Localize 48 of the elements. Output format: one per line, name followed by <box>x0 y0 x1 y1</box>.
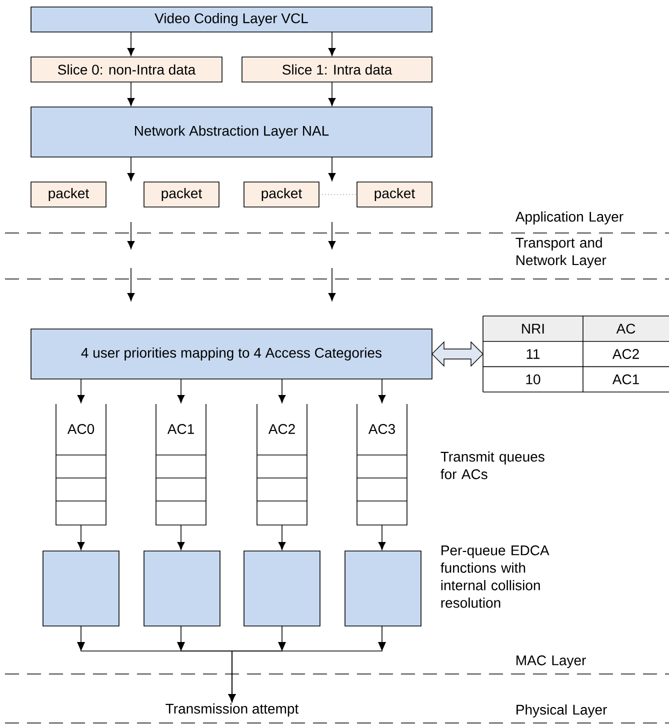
table-cell: 10 <box>526 374 540 384</box>
table-cell: AC <box>616 324 636 334</box>
layer-label: MAC Layer <box>516 655 586 668</box>
data-box: packet <box>144 182 220 208</box>
table-cell: 11 <box>526 349 540 359</box>
arrow <box>77 378 85 403</box>
data-box: packet <box>356 182 432 208</box>
arrow <box>328 32 336 56</box>
data-box: Slice 0: non-Intra data <box>30 56 222 82</box>
double-arrow <box>432 341 484 367</box>
arrow <box>77 524 85 550</box>
layer-box: Network Abstraction Layer NAL <box>30 106 432 158</box>
arrow <box>378 524 386 550</box>
arrow <box>177 378 185 403</box>
function-box <box>42 550 120 626</box>
queue: AC3 <box>356 404 408 526</box>
layer-label: Transport and Network Layer <box>516 237 606 268</box>
table-cell: NRI <box>522 324 544 334</box>
arrow <box>127 156 135 181</box>
arrow <box>378 378 386 403</box>
arrow <box>328 82 336 106</box>
queue: AC2 <box>256 404 308 526</box>
arrow <box>278 524 286 550</box>
arrow <box>177 524 185 550</box>
layer-label: Physical Layer <box>516 704 607 718</box>
ellipsis-line <box>318 194 358 195</box>
mapping-table <box>482 316 669 392</box>
function-box <box>244 550 320 626</box>
layer-label: Application Layer <box>515 211 624 224</box>
arrow <box>278 378 286 403</box>
layer-box: Video Coding Layer VCL <box>30 6 432 32</box>
layer-label: Per-queue EDCA functions with internal collision resolution <box>440 545 550 608</box>
arrow <box>328 156 336 181</box>
data-box: packet <box>244 182 320 208</box>
layer-box: 4 user priorities mapping to 4 Access Categories <box>30 328 432 380</box>
table-cell: AC2 <box>612 349 639 359</box>
function-box <box>344 550 422 626</box>
caption-text: Transmission attempt <box>166 703 299 716</box>
layer-label: Transmit queues for ACs <box>440 451 544 480</box>
arrow <box>228 626 386 702</box>
data-box: packet <box>30 182 106 208</box>
arrow <box>127 82 135 106</box>
function-box <box>144 550 220 626</box>
queue: AC0 <box>56 404 106 526</box>
queue: AC1 <box>156 404 206 526</box>
arrow <box>127 32 135 56</box>
data-box: Slice 1: Intra data <box>242 56 432 82</box>
table-cell: AC1 <box>612 374 639 384</box>
